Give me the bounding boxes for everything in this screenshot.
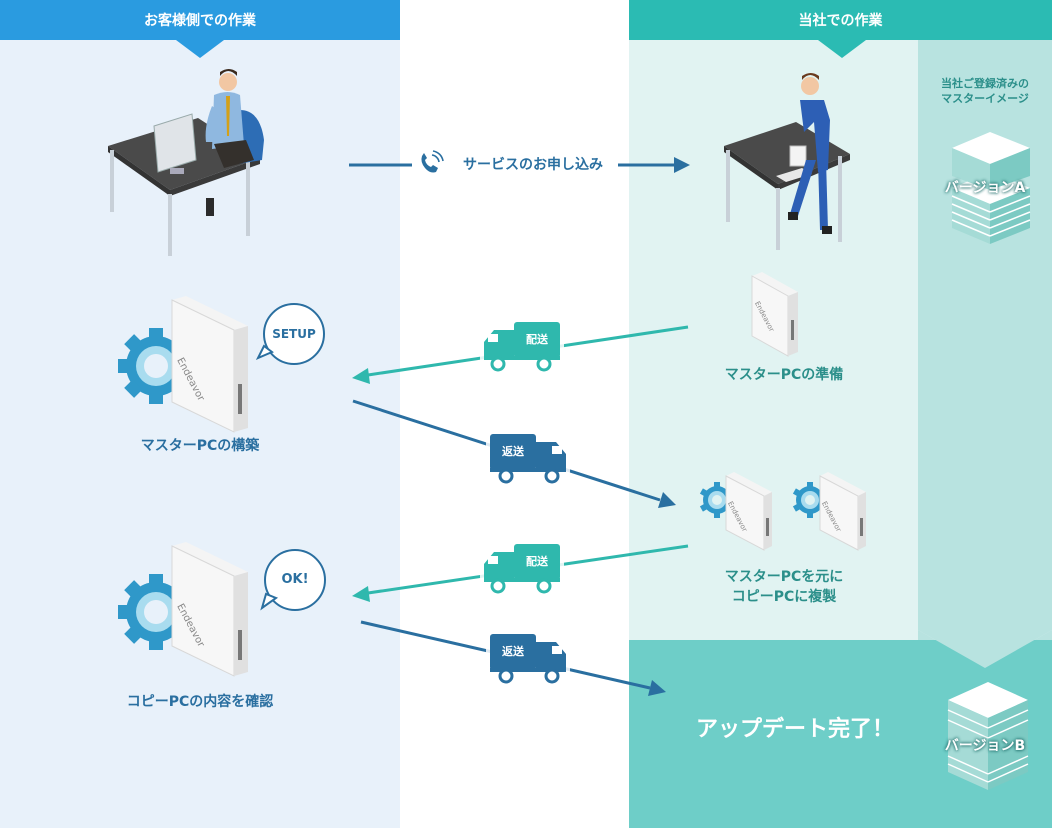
return-truck-icon-2 xyxy=(486,630,570,684)
return-truck-label-2: 返送 xyxy=(502,645,524,658)
company-header-pointer xyxy=(818,40,866,58)
master-pc-build-illustration xyxy=(118,296,248,433)
delivery-truck-icon-2 xyxy=(480,540,564,594)
version-a-stack xyxy=(951,132,1031,244)
phone-icon xyxy=(414,148,446,180)
version-a-label: バージョンA xyxy=(944,180,1026,196)
copy-pc-check-illustration xyxy=(118,542,248,677)
copy-from-master-label: マスターPCを元に コピーPCに複製 xyxy=(724,569,844,605)
update-complete-label: アップデート完了！ xyxy=(695,717,894,742)
copy-pc-illustration-1 xyxy=(699,472,772,551)
service-arrow-head xyxy=(674,157,690,173)
deliver-truck-label-2: 配送 xyxy=(526,555,548,568)
copy-pc-illustration-2 xyxy=(792,472,866,551)
customer-header-pointer xyxy=(176,40,224,58)
master-pc-box xyxy=(751,272,798,357)
ok-bubble xyxy=(260,549,326,611)
return-truck-label-1: 返送 xyxy=(502,445,524,458)
version-b-stack xyxy=(947,682,1029,790)
master-image-label: 当社ご登録済みの マスターイメージ xyxy=(941,77,1029,105)
return-arrow-2-head xyxy=(648,680,666,696)
version-b-label: バージョンB xyxy=(944,738,1026,754)
customer-header: お客様側での作業 xyxy=(0,0,400,40)
master-pc-prep-label: マスターPCの準備 xyxy=(724,367,844,383)
ok-bubble-text: OK! xyxy=(281,572,309,587)
deliver-arrow-1-head xyxy=(352,368,370,384)
delivery-truck-icon-1 xyxy=(480,318,564,372)
return-arrow-1-head xyxy=(658,492,676,508)
deliver-arrow-2-head xyxy=(352,586,370,602)
customer-desk-illustration xyxy=(108,69,264,256)
service-application-label: サービスのお申し込み xyxy=(448,154,618,176)
setup-bubble xyxy=(255,303,325,365)
master-pc-build-label: マスターPCの構築 xyxy=(140,438,260,454)
setup-bubble-text: SETUP xyxy=(272,327,316,341)
company-header: 当社での作業 xyxy=(629,0,1052,40)
return-truck-icon-1 xyxy=(486,430,570,484)
company-desk-illustration xyxy=(724,73,850,250)
deliver-truck-label-1: 配送 xyxy=(526,333,548,346)
copy-pc-check-label: コピーPCの内容を確認 xyxy=(126,694,274,710)
